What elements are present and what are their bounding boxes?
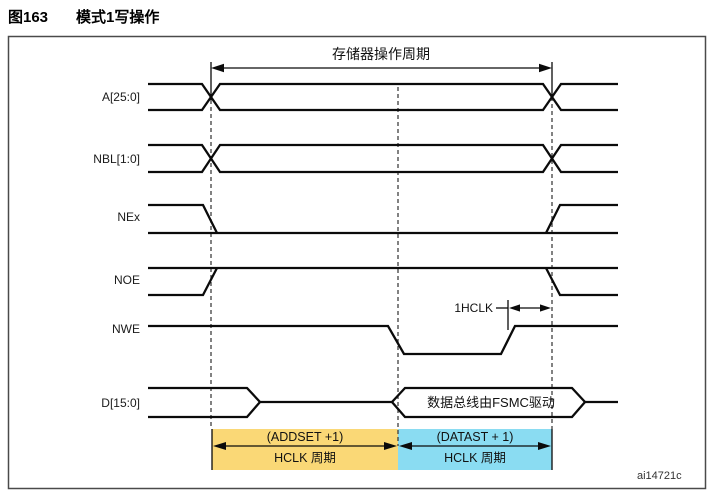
waveform-a (148, 82, 618, 112)
addset-phase-box (212, 429, 398, 470)
addset-unit-label: HCLK 周期 (274, 451, 336, 465)
addset-phase-arrow (213, 442, 397, 450)
datast-phase-box (398, 429, 552, 470)
figure-caption: 图163 模式1写操作 (8, 6, 159, 27)
signal-labels: A[25:0] NBL[1:0] NEx NOE NWE D[15:0] (93, 90, 140, 410)
hclk-annotation (496, 300, 551, 330)
signal-label-nbl: NBL[1:0] (93, 152, 140, 166)
signal-label-a: A[25:0] (102, 90, 140, 104)
event-lines (210, 62, 553, 470)
datast-unit-label: HCLK 周期 (444, 451, 506, 465)
data-bus-driven-label: 数据总线由FSMC驱动 (427, 395, 555, 410)
waveforms (148, 82, 618, 419)
hclk-label: 1HCLK (454, 301, 493, 315)
cycle-measure-ticks (210, 62, 553, 100)
figure-frame (7, 35, 707, 490)
datast-phase-arrow (399, 442, 551, 450)
datast-duration-label: (DATAST + 1) (437, 430, 514, 444)
figure-number: 图163 (8, 9, 49, 26)
signal-label-nex: NEx (117, 210, 140, 224)
figure-title: 模式1写操作 (76, 9, 160, 26)
cycle-span-arrow (211, 63, 552, 73)
cycle-span-label: 存储器操作周期 (332, 46, 430, 62)
waveform-nbl (148, 143, 618, 174)
waveform-d (148, 386, 618, 419)
waveform-nex (148, 203, 618, 235)
phase-box-edge-lines (211, 429, 553, 470)
phase-boxes (212, 429, 552, 470)
waveform-nwe (148, 324, 618, 356)
waveform-noe (148, 266, 618, 297)
signal-label-d: D[15:0] (101, 396, 140, 410)
addset-duration-label: (ADDSET +1) (267, 430, 344, 444)
figure-id: ai14721c (637, 470, 682, 482)
signal-label-nwe: NWE (112, 322, 140, 336)
signal-label-noe: NOE (114, 273, 140, 287)
